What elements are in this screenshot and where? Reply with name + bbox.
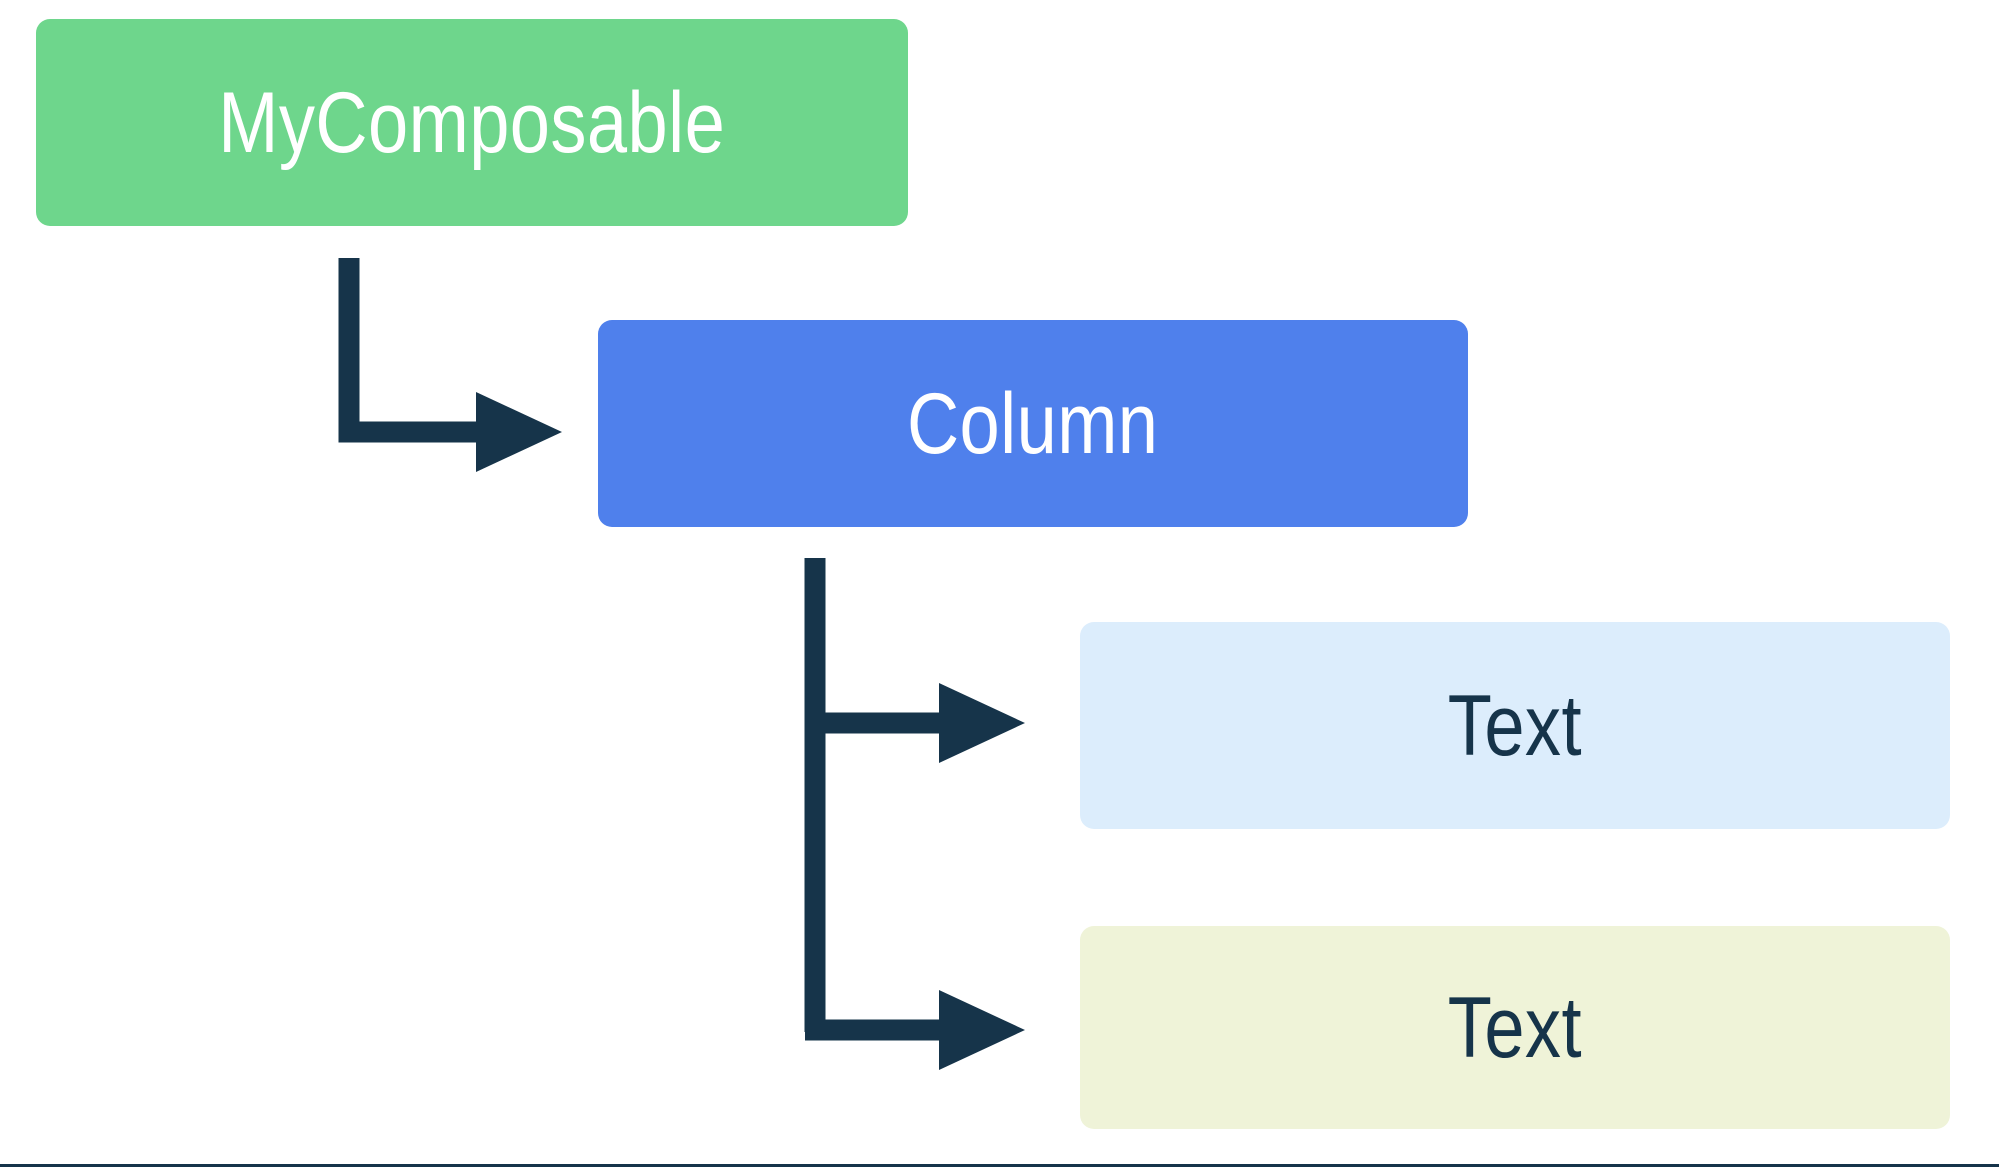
node-my-composable-label: MyComposable (218, 74, 726, 171)
elbow-line-root-column (338, 258, 487, 443)
node-text-first-label: Text (1447, 677, 1583, 774)
node-text-first[interactable]: Text (1080, 622, 1950, 829)
edge-column-to-text-2 (805, 990, 1025, 1070)
edge-column-to-text-1 (805, 683, 1025, 763)
node-column-label: Column (907, 375, 1159, 472)
bottom-divider-rule (0, 1164, 1999, 1167)
edge-root-to-column (338, 258, 562, 472)
node-text-second-label: Text (1447, 979, 1583, 1076)
node-text-second[interactable]: Text (1080, 926, 1950, 1129)
node-my-composable[interactable]: MyComposable (36, 19, 908, 226)
arrowhead-root-column (476, 392, 562, 472)
arrowhead-column-text-1 (939, 683, 1025, 763)
node-column[interactable]: Column (598, 320, 1468, 527)
arrowhead-column-text-2 (939, 990, 1025, 1070)
